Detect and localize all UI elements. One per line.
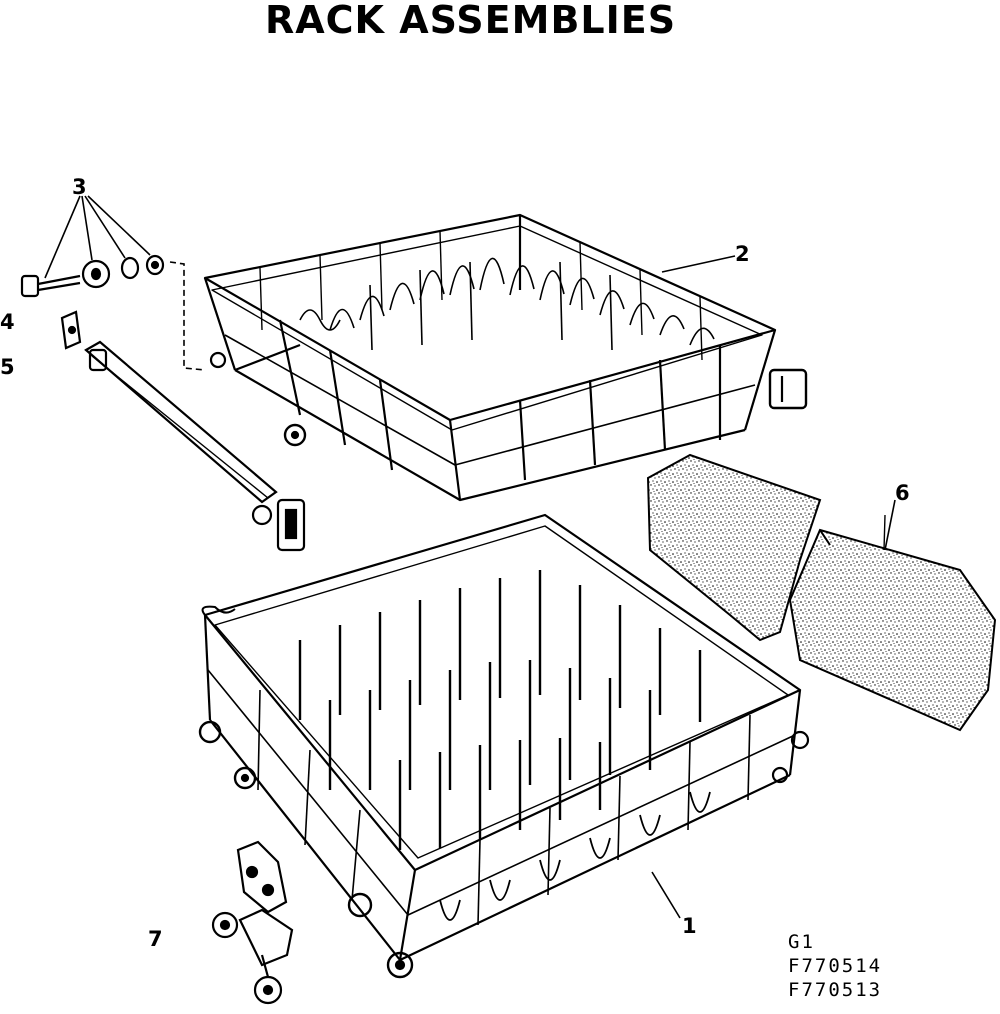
part-codes: G1 F770514 F770513 — [788, 930, 882, 1002]
diagram-title: RACK ASSEMBLIES — [265, 0, 677, 42]
upper-rack — [203, 213, 808, 502]
callout-3: 3 — [72, 175, 87, 199]
rack-rail-part — [84, 340, 306, 552]
wheel-assembly-part — [211, 840, 294, 1005]
code-line: G1 — [788, 931, 815, 953]
code-line: F770513 — [788, 979, 883, 1001]
callout-2: 2 — [735, 242, 750, 266]
lower-rack — [198, 513, 810, 979]
assembly-dashed-line — [169, 261, 206, 371]
callout-5: 5 — [0, 355, 15, 379]
callout-6: 6 — [895, 481, 910, 505]
silverware-basket — [646, 453, 997, 732]
leader-lines — [651, 255, 896, 919]
callout-1: 1 — [682, 914, 697, 938]
callout-7: 7 — [148, 927, 163, 951]
callout-4: 4 — [0, 310, 15, 334]
bracket-part — [60, 310, 82, 350]
roller-axle-part — [20, 195, 165, 298]
code-line: F770514 — [788, 955, 883, 977]
